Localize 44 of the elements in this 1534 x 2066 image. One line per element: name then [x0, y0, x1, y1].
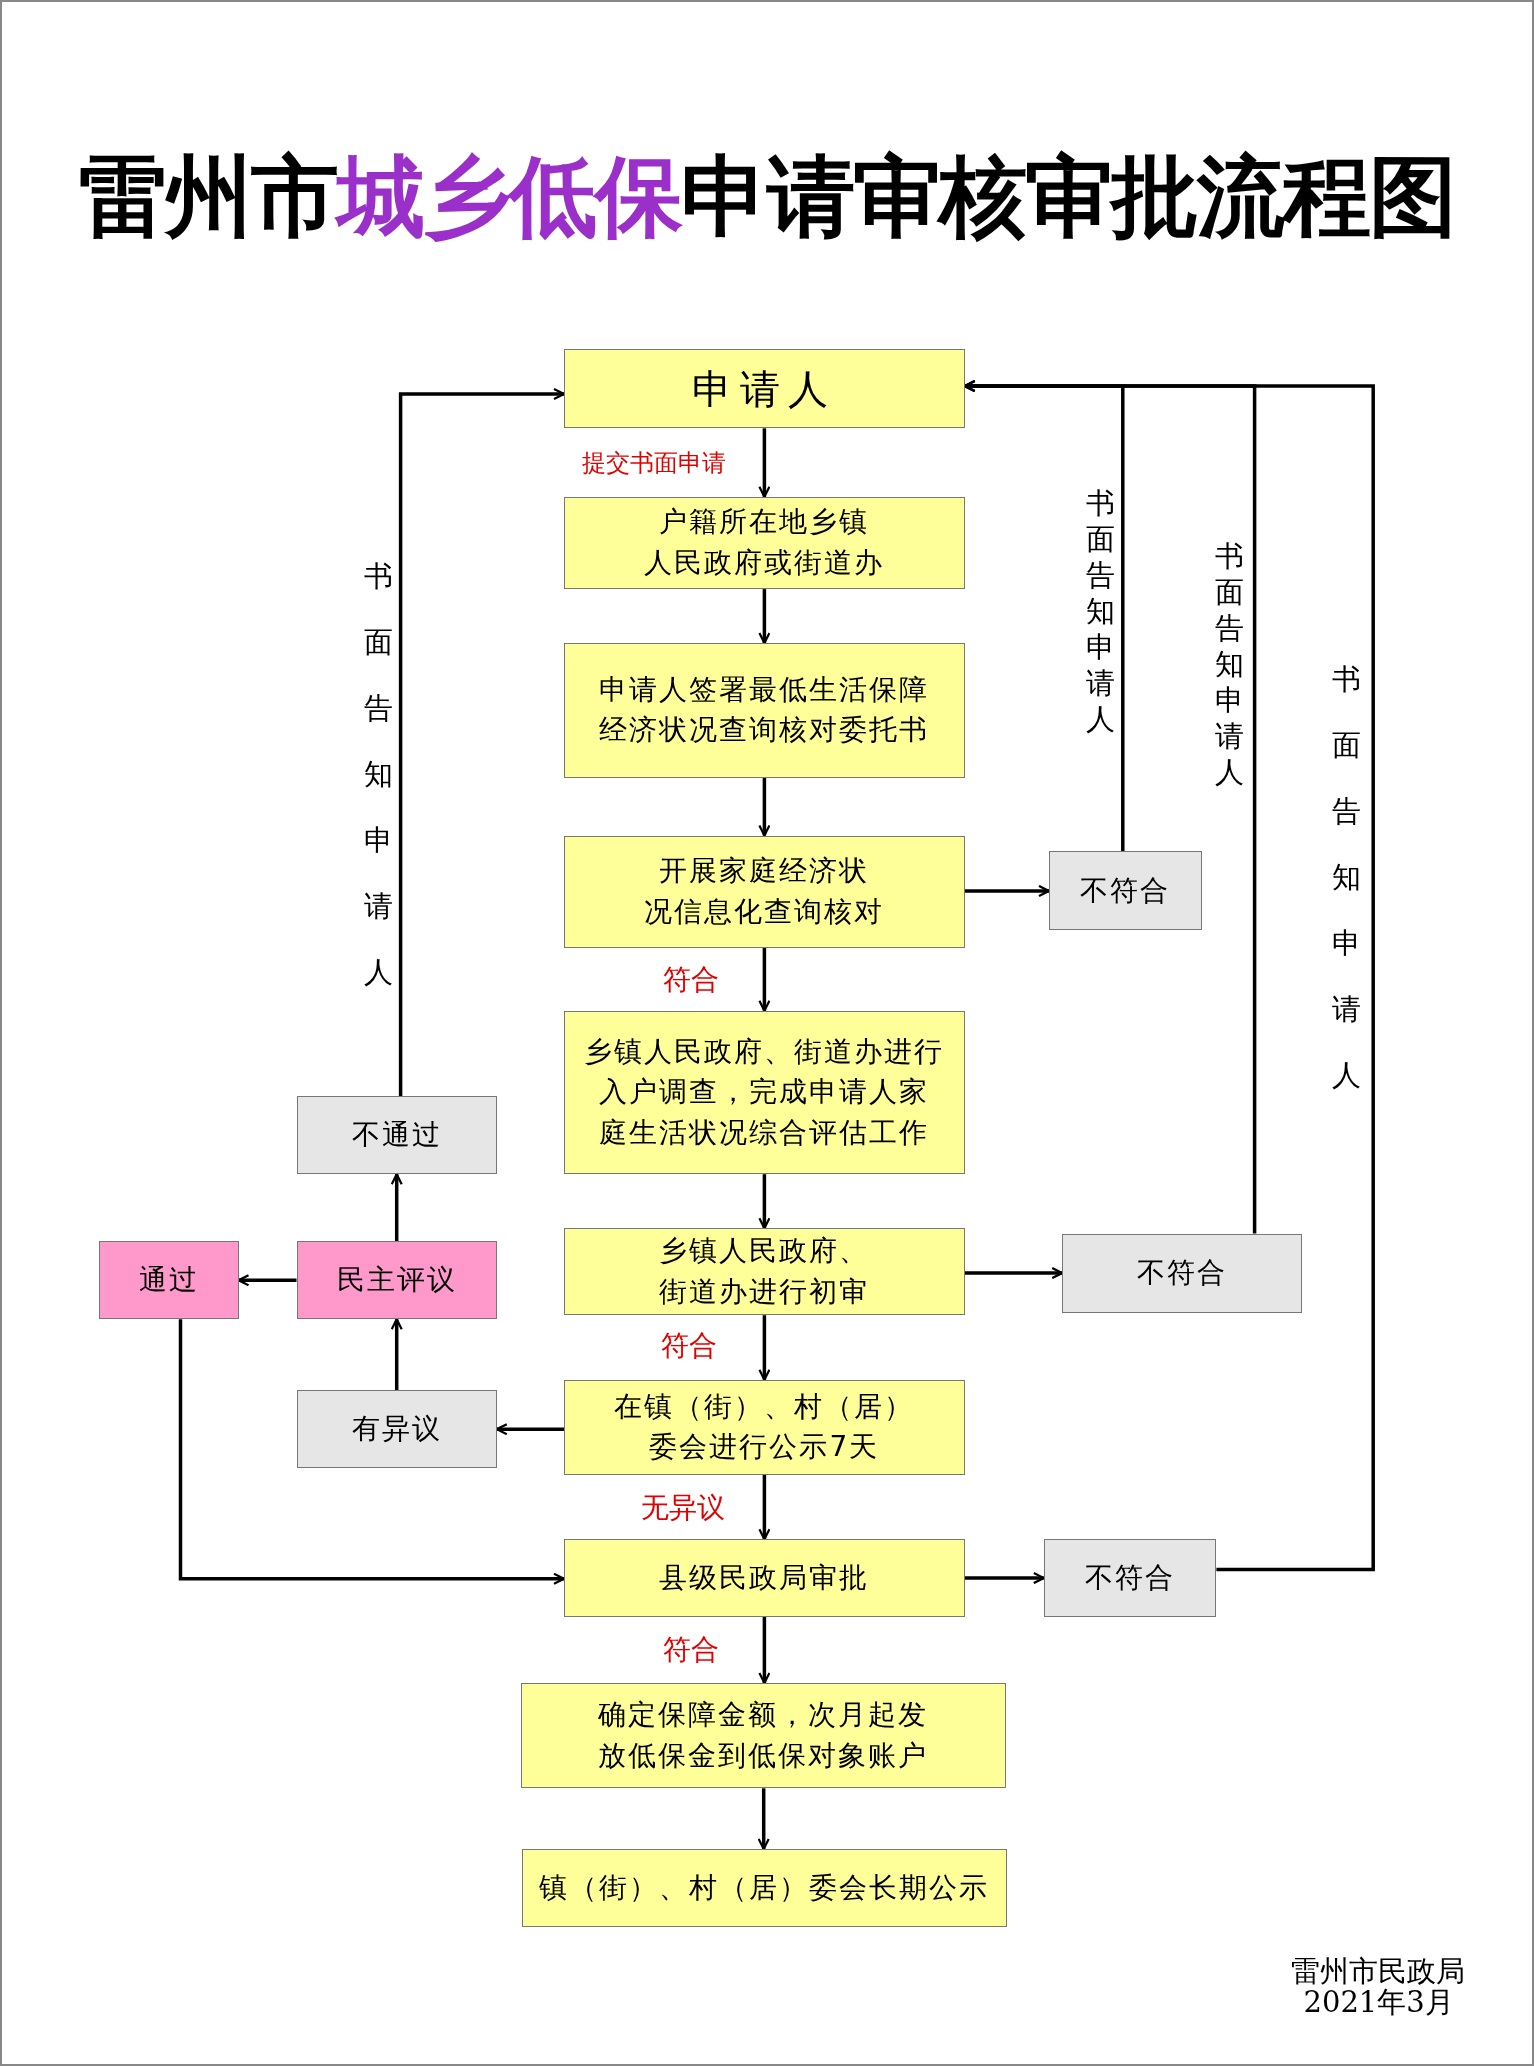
arrow [758, 1315, 771, 1381]
process-box: 民主评议 [296, 1241, 497, 1320]
result-box: 不符合 [1049, 851, 1202, 931]
edge-label: 符合 [662, 1631, 719, 1668]
date-text: 2021年3月 [1303, 1985, 1454, 2022]
arrow [495, 1423, 564, 1436]
arrow [237, 1274, 297, 1287]
issuer-text: 雷州市民政局 [1291, 1952, 1466, 1988]
edge-label: 符合 [662, 962, 719, 999]
process-box: 镇（街）、村（居）委会长期公示 [521, 1848, 1007, 1927]
arrow [758, 947, 771, 1012]
process-box: 确定保障金额，次月起发放低保金到低保对象账户 [520, 1682, 1006, 1789]
arrow [758, 1474, 771, 1541]
arrow [964, 1267, 1064, 1280]
process-box: 户籍所在地乡镇人民政府或街道办 [564, 496, 965, 590]
arrow [758, 428, 771, 498]
arrow [758, 1174, 771, 1230]
arrow [178, 1319, 566, 1585]
edge-label: 无异议 [640, 1489, 725, 1526]
edge-label: 提交书面申请 [581, 447, 726, 479]
title: 雷州市城乡低保申请审核审批流程图 [78, 144, 1456, 251]
arrow [964, 1572, 1045, 1585]
result-box: 不符合 [1062, 1233, 1303, 1313]
process-box: 乡镇人民政府、街道办进行初审 [564, 1228, 965, 1316]
arrow [757, 1788, 770, 1851]
process-box: 在镇（街）、村（居）委会进行公示7天 [564, 1379, 965, 1475]
edge-label: 符合 [661, 1327, 718, 1364]
process-box: 开展家庭经济状况信息化查询核对 [564, 835, 965, 948]
result-box: 不符合 [1043, 1539, 1217, 1617]
arrow [964, 884, 1051, 897]
arrow [390, 1318, 403, 1391]
arrow [758, 589, 771, 645]
arrow [963, 380, 1375, 1572]
result-box: 有异议 [296, 1390, 497, 1469]
process-box: 乡镇人民政府、街道办进行入户调查，完成申请人家庭生活状况综合评估工作 [564, 1010, 965, 1175]
result-box: 通过 [98, 1241, 239, 1320]
process-box: 申请人签署最低生活保障经济状况查询核对委托书 [564, 643, 965, 778]
arrow [758, 777, 771, 837]
process-box: 县级民政局审批 [564, 1539, 965, 1617]
process-box: 申请人 [564, 349, 965, 429]
arrow [390, 1173, 403, 1242]
result-box: 不通过 [296, 1096, 497, 1175]
arrow [758, 1617, 771, 1684]
arrow [398, 387, 566, 1097]
